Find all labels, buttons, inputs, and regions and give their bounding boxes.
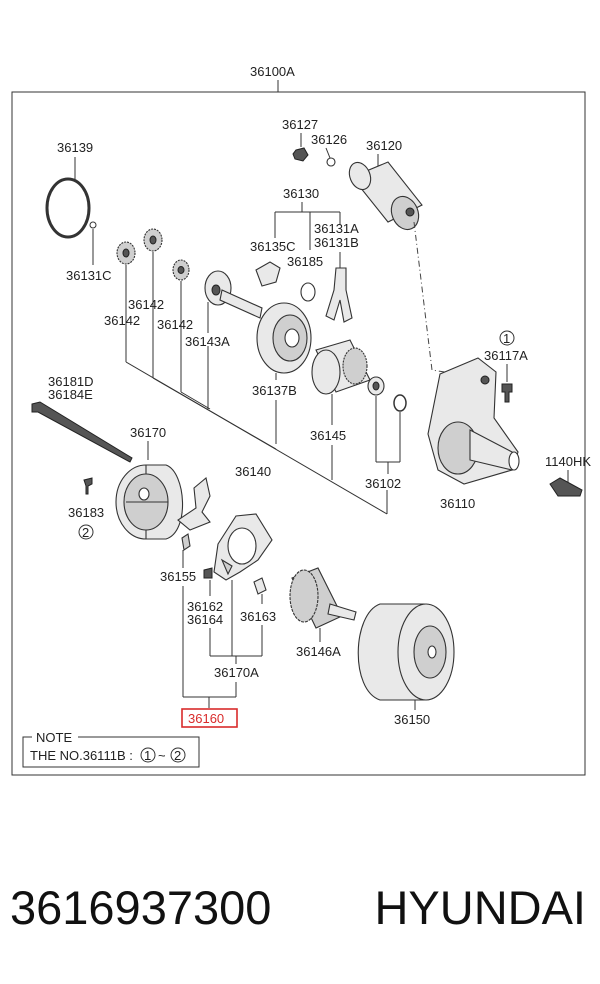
brand-name: HYUNDAI [374,881,586,934]
label-36131B: 36131B [314,235,359,250]
label-36150: 36150 [394,712,430,727]
solenoid-36120 [348,161,423,231]
overrunning-clutch-36145 [311,339,371,395]
label-36155: 36155 [160,569,196,584]
label-36102: 36102 [365,476,401,491]
circled-ref-1 [499,330,515,346]
label-36131C: 36131C [66,268,112,283]
assembly-label-text: 36100A [250,64,295,79]
label-36140: 36140 [235,464,271,479]
label-36117A: 36117A [484,348,528,363]
label-36120: 36120 [366,138,402,153]
diagram-frame [11,91,586,776]
screw-36183 [83,477,93,495]
washer-36126 [326,157,336,167]
plate-36135C [255,261,281,287]
label-36142-c: 36142 [157,317,193,332]
label-36163: 36163 [240,609,276,624]
gear-36142-b [143,228,163,252]
gasket-ring-36139 [45,177,91,239]
note-range-sep: ~ [158,748,166,763]
label-36170A: 36170A [214,665,259,680]
disc-36185 [300,282,316,302]
note-text: THE NO.36111B : [30,748,133,763]
spring-36163 [253,577,267,595]
label-36185: 36185 [287,254,323,269]
note-range-end: 2 [174,748,181,763]
label-36127: 36127 [282,117,318,132]
label-36126: 36126 [311,132,347,147]
lever-36131 [325,267,353,323]
brush-36155 [177,476,211,531]
brush-36162 [203,567,213,579]
label-36184E: 36184E [48,387,93,402]
planetary-shaft-36143A [204,270,263,319]
note-range-start: 1 [144,748,151,763]
label-36145: 36145 [310,428,346,443]
label-36142-a: 36142 [128,297,164,312]
svg-text:1: 1 [503,331,510,346]
label-1140HK: 1140HK [545,454,591,469]
internal-gear-36137B [256,302,312,374]
gear-36142-c [172,259,190,281]
yoke-assembly-36150 [357,603,455,701]
label-36137B: 36137B [252,383,297,398]
part-number: 3616937300 [10,881,272,934]
product-footer: 3616937300 HYUNDAI [0,876,600,946]
label-36131A: 36131A [314,221,359,236]
through-bolt-36181D [31,401,133,463]
small-ring-36131C [89,221,97,229]
highlight-box-36160 [181,708,238,728]
label-36146A: 36146A [296,644,341,659]
label-36162: 36162 [187,599,223,614]
svg-text:2: 2 [82,525,89,540]
label-36160: 36160 [188,711,224,726]
label-36181D: 36181D [48,374,94,389]
brush-holder-36170A [213,513,273,581]
rear-bracket-36170 [115,464,184,540]
label-36139: 36139 [57,140,93,155]
label-36183: 36183 [68,505,104,520]
note-box: NOTE THE NO.36111B : 1 ~ 2 [22,730,200,768]
circled-ref-2 [78,524,94,540]
label-36142-b: 36142 [104,313,140,328]
nut-36127 [292,147,309,162]
bolt-1140HK [549,477,583,497]
label-36110: 36110 [440,496,475,511]
note-title: NOTE [36,730,72,745]
snap-ring-36102 [393,394,407,412]
front-housing-36110 [427,357,520,485]
armature-36146A [289,567,357,629]
bolt-36117A [501,383,513,403]
label-36130: 36130 [283,186,319,201]
label-36164: 36164 [187,612,223,627]
gear-36142-a [116,241,136,265]
label-36143A: 36143A [185,334,230,349]
label-36170: 36170 [130,425,166,440]
label-36135C: 36135C [250,239,296,254]
